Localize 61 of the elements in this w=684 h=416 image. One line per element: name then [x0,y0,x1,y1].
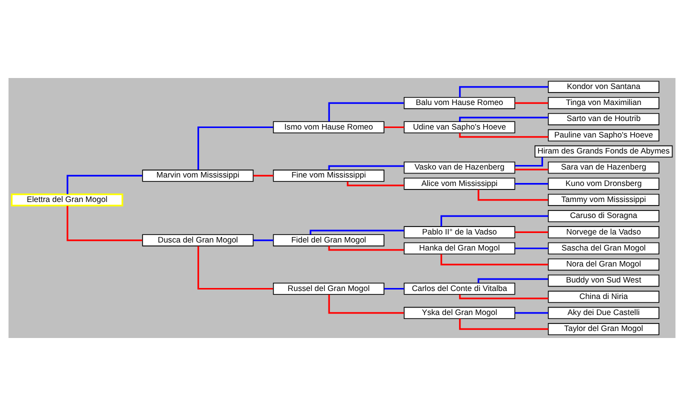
connector [328,165,404,170]
connector [328,246,404,251]
connector [66,206,142,242]
node-box: Sascha del Gran Mogol [548,242,660,254]
connector [197,246,273,290]
node-box: Alice vom Mississippi [404,178,516,190]
connector [66,174,142,194]
node-box: Hiram des Grands Fonds de Abymes [534,145,673,158]
connector [514,248,548,250]
node-box: Fidel del Gran Mogol [272,234,384,246]
node-box: Nora del Gran Mogol [548,258,660,271]
node-box: Pauline van Sapho's Hoeve [548,129,660,142]
node-box: Taylor del Gran Mogol [548,323,660,336]
connector [514,168,548,170]
node-box: Buddy von Sud West [548,274,660,287]
node-box: Russel del Gran Mogol [272,282,384,295]
connector [478,190,548,201]
connector [328,102,404,122]
node-box: Aky dei Due Castelli [548,306,660,320]
node-box: Kondor von Santana [548,80,660,93]
connector [253,240,274,242]
connector [459,133,548,138]
connector [384,288,404,290]
connector [310,230,404,235]
connector [514,157,544,167]
connector [514,182,548,185]
node-box: Fine vom Mississippi [272,170,384,182]
node-box: Ismo vom Hause Romeo [272,121,384,134]
connector [440,254,548,266]
node-box: Tinga von Maximilian [548,96,660,110]
node-box: Balu vom Hause Romeo [404,96,516,110]
node-box: Sara van de Hazenberg [548,162,660,174]
connector [328,294,404,314]
connector [514,312,548,314]
node-box: Hanka del Gran Mogol [404,242,516,254]
connector [253,174,274,176]
connector [478,278,548,283]
node-box: Marvin vom Mississippi [142,170,254,182]
connector [459,116,548,122]
node-box: Pablo II° de la Vadso [404,226,516,238]
node-box: Tammy vom Mississippi [548,194,660,206]
connector [459,294,548,300]
node-box: Norvege de la Vadso [548,226,660,238]
connector [440,215,548,226]
connector [459,86,548,98]
node-box: Kuno vom Dronsberg [548,178,660,190]
connector [459,318,548,330]
node-box: Elettra del Gran Mogol [10,193,124,206]
connector [384,126,404,128]
node-box: China di Niria [548,290,660,303]
connector [514,102,548,104]
node-box: Udine van Sapho's Hoeve [404,121,516,134]
node-box: Caruso di Soragna [548,210,660,222]
node-box: Yska del Gran Mogol [404,306,516,320]
node-box: Dusca del Gran Mogol [142,234,254,246]
node-box: Vasko van de Hazenberg [404,162,516,174]
connector [514,231,548,234]
connector [346,181,404,186]
connector [197,126,273,170]
node-box: Carlos del Conte di Vitalba [404,282,516,295]
node-box: Sarto van de Houtrib [548,113,660,126]
